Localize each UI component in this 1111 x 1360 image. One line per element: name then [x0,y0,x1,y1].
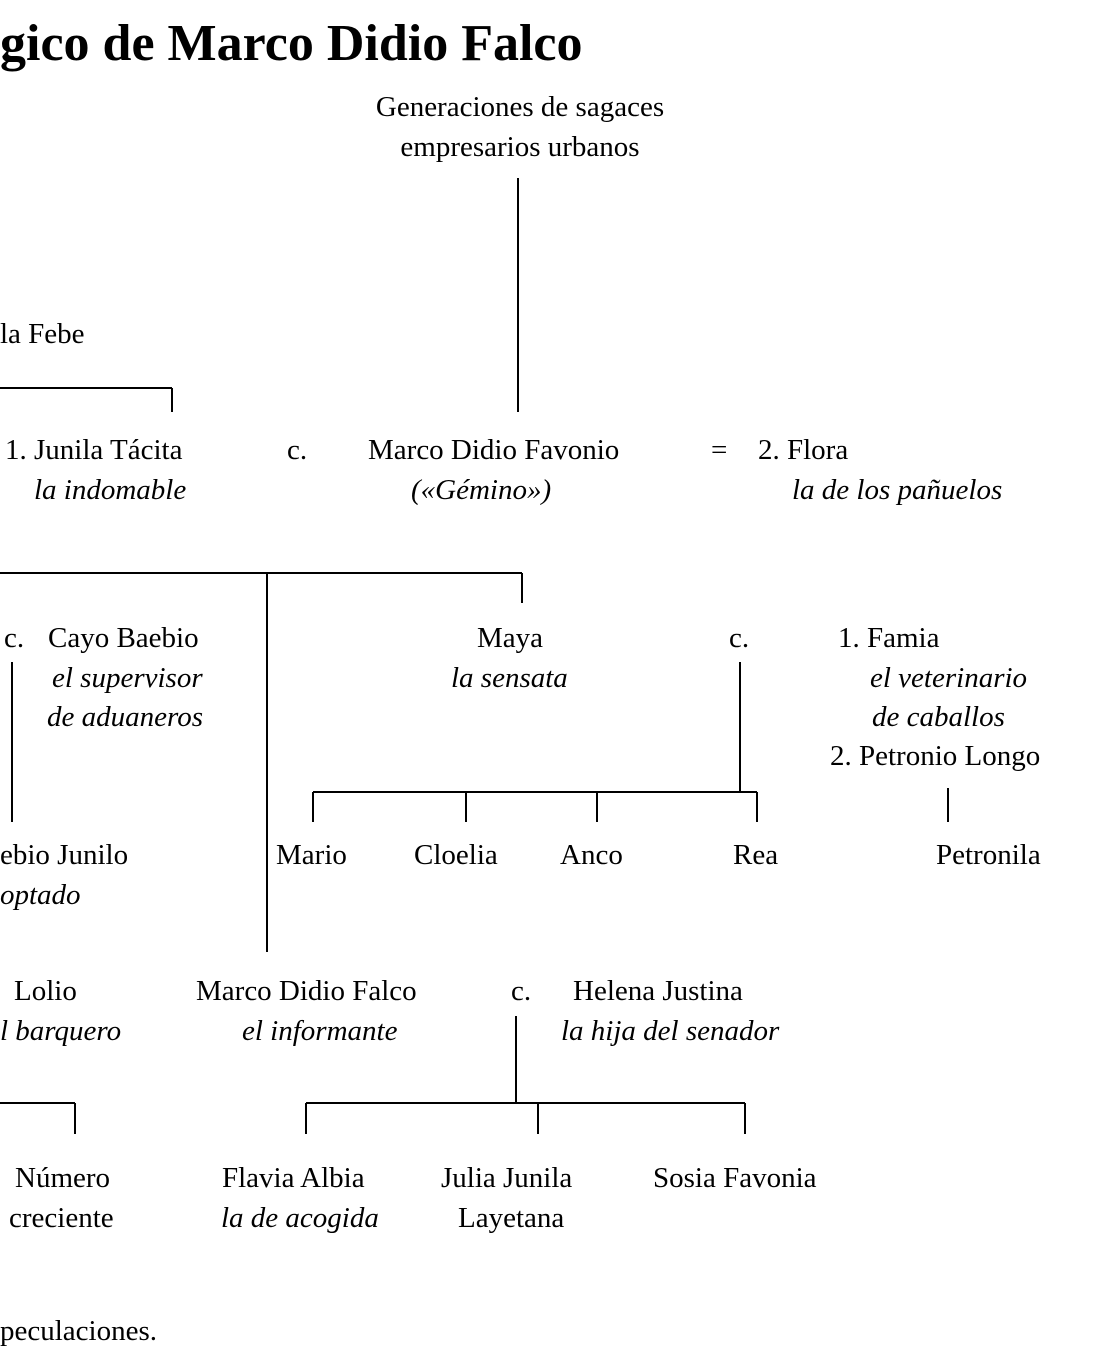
flora-epithet: la de los pañuelos [792,474,1003,506]
petronio-longo-name: 2. Petronio Longo [830,740,1041,772]
flora-name: 2. Flora [758,434,849,466]
baebio-junilo-name: ebio Junilo [0,839,129,871]
marriage-conjunction: c. [729,622,750,654]
petronila-name: Petronila [936,839,1041,871]
julia-junila-line2: Layetana [458,1202,565,1234]
falco-name: Marco Didio Falco [196,975,417,1007]
famia-epithet-2: de caballos [872,701,1005,733]
cayo-baebio-epithet-1: el supervisor [52,662,203,694]
maya-name: Maya [477,622,544,654]
root-line2: empresarios urbanos [400,131,640,163]
root-line1: Generaciones de sagaces [375,91,665,123]
famia-name: 1. Famia [838,622,940,654]
junila-tacita-epithet: la indomable [34,474,187,506]
flavia-albia-epithet: la de acogida [221,1202,379,1234]
maya-child-rea: Rea [733,839,779,871]
cayo-baebio-epithet-2: de aduaneros [47,701,203,733]
marriage-conjunction: c. [511,975,532,1007]
marriage-conjunction: c. [4,622,25,654]
cohabitation-sign: = [711,434,728,466]
junila-tacita-name: 1. Junila Tácita [5,434,183,466]
maya-epithet: la sensata [451,662,568,694]
famia-epithet-1: el veterinario [870,662,1028,694]
numero-line2: creciente [9,1202,114,1234]
baebio-junilo-epithet: optado [0,879,81,911]
helena-justina-epithet: la hija del senador [561,1015,780,1047]
footnote-text: peculaciones. [0,1315,158,1347]
left-top-text: la Febe [0,318,85,350]
helena-justina-name: Helena Justina [573,975,743,1007]
falco-epithet: el informante [242,1015,398,1047]
lolio-epithet: l barquero [0,1015,122,1047]
favonio-name: Marco Didio Favonio [368,434,620,466]
flavia-albia-name: Flavia Albia [222,1162,365,1194]
diagram-title: gico de Marco Didio Falco [0,15,583,72]
julia-junila-line1: Julia Junila [441,1162,573,1194]
numero-line1: Número [15,1162,111,1194]
cayo-baebio-name: Cayo Baebio [48,622,199,654]
favonio-nickname: («Gémino») [411,474,552,506]
marriage-conjunction: c. [287,434,308,466]
maya-child-mario: Mario [276,839,347,871]
maya-child-anco: Anco [560,839,623,871]
lolio-name: Lolio [14,975,77,1007]
maya-child-cloelia: Cloelia [414,839,498,871]
sosia-favonia-name: Sosia Favonia [653,1162,817,1194]
